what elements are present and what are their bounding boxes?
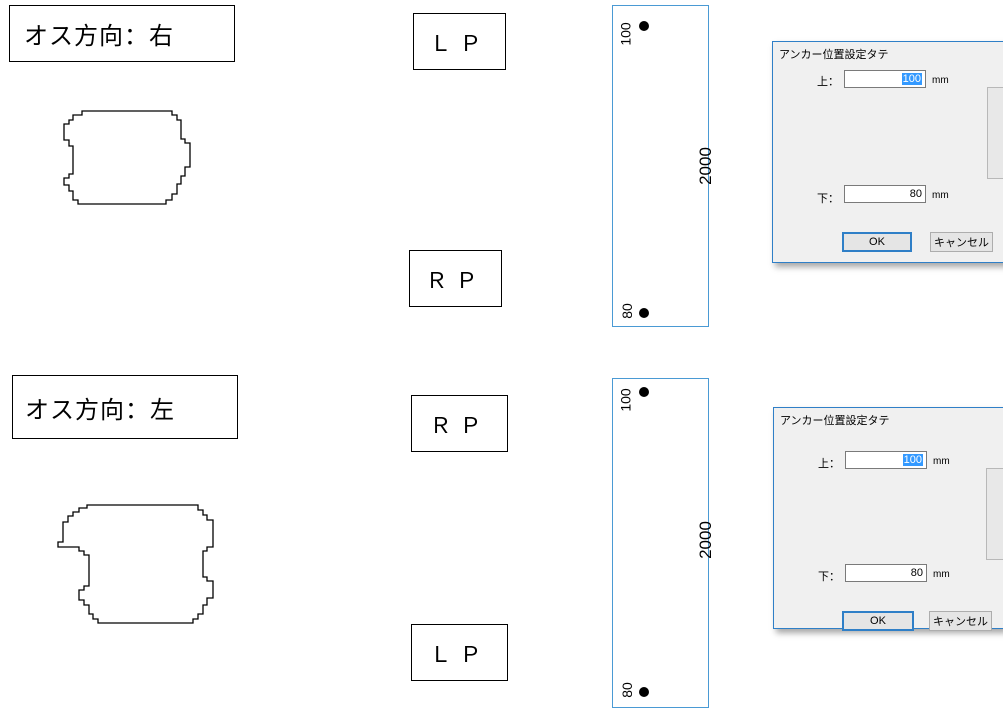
top-anchor-input[interactable]: 100 (845, 451, 927, 469)
top-side-label-text: ＲＰ (429, 413, 490, 439)
panel-top-dimension: 100 (617, 388, 634, 412)
panel-length-dimension: 2000 (695, 147, 715, 185)
section-left-orientation: オス方向：左 ＲＰ ＬＰ 100 2000 80 アンカー位置設定タテ 上： 1… (0, 372, 1003, 708)
orientation-label: オス方向：右 (9, 5, 235, 62)
bottom-field-label: 下： (817, 193, 839, 205)
panel-elevation: 100 2000 80 (612, 5, 715, 327)
top-field-label: 上： (818, 458, 840, 470)
anchor-bottom-marker (639, 687, 649, 697)
bottom-side-label-text: ＲＰ (425, 268, 486, 294)
bottom-anchor-input[interactable]: 80 (845, 564, 927, 582)
panel-length-dimension: 2000 (695, 521, 715, 559)
bottom-field-label: 下： (818, 571, 840, 583)
orientation-label: オス方向：左 (12, 375, 238, 439)
bottom-side-label: ＲＰ (409, 250, 502, 307)
panel-bottom-dimension: 80 (618, 682, 635, 698)
bottom-anchor-input[interactable]: 80 (844, 185, 926, 203)
bottom-side-label-text: ＬＰ (429, 642, 490, 668)
bottom-anchor-value: 80 (909, 188, 922, 200)
section-right-orientation: オス方向：右 ＬＰ ＲＰ 100 2000 80 アンカー位置設定タテ 上： 1… (0, 0, 1003, 335)
orientation-label-text: オス方向：左 (25, 395, 175, 424)
dialog-title: アンカー位置設定タテ (780, 415, 890, 427)
dialog-preview-frame (987, 87, 1003, 179)
bottom-unit-label: mm (932, 190, 949, 201)
top-anchor-value: 100 (902, 454, 923, 466)
panel-top-dimension: 100 (617, 22, 634, 46)
top-anchor-value: 100 (901, 73, 922, 85)
top-side-label-text: ＬＰ (429, 31, 490, 57)
cancel-button-label: キャンセル (933, 616, 988, 628)
top-side-label: ＲＰ (411, 395, 508, 452)
panel-bottom-dimension: 80 (618, 303, 635, 319)
anchor-bottom-marker (639, 308, 649, 318)
top-unit-label: mm (932, 75, 949, 86)
profile-outline (57, 504, 214, 624)
bottom-side-label: ＬＰ (411, 624, 508, 681)
ok-button[interactable]: OK (842, 611, 914, 631)
panel-elevation: 100 2000 80 (612, 378, 715, 708)
anchor-position-dialog: アンカー位置設定タテ 上： 100 mm 下： 80 mm OK キャンセル (772, 41, 1003, 263)
ok-button-label: OK (869, 236, 885, 248)
top-unit-label: mm (933, 456, 950, 467)
bottom-unit-label: mm (933, 569, 950, 580)
dialog-preview-frame (986, 468, 1003, 560)
anchor-position-dialog: アンカー位置設定タテ 上： 100 mm 下： 80 mm OK キャンセル (773, 407, 1003, 631)
dialog-title: アンカー位置設定タテ (779, 49, 889, 61)
top-side-label: ＬＰ (413, 13, 506, 70)
ok-button-label: OK (870, 615, 886, 627)
top-field-label: 上： (817, 76, 839, 88)
cancel-button[interactable]: キャンセル (930, 232, 993, 252)
ok-button[interactable]: OK (842, 232, 912, 252)
cancel-button[interactable]: キャンセル (929, 611, 992, 631)
bottom-anchor-value: 80 (910, 567, 923, 579)
orientation-label-text: オス方向：右 (24, 22, 174, 50)
cancel-button-label: キャンセル (934, 237, 989, 249)
anchor-top-marker (639, 387, 649, 397)
anchor-top-marker (639, 21, 649, 31)
top-anchor-input[interactable]: 100 (844, 70, 926, 88)
profile-outline (63, 110, 191, 205)
